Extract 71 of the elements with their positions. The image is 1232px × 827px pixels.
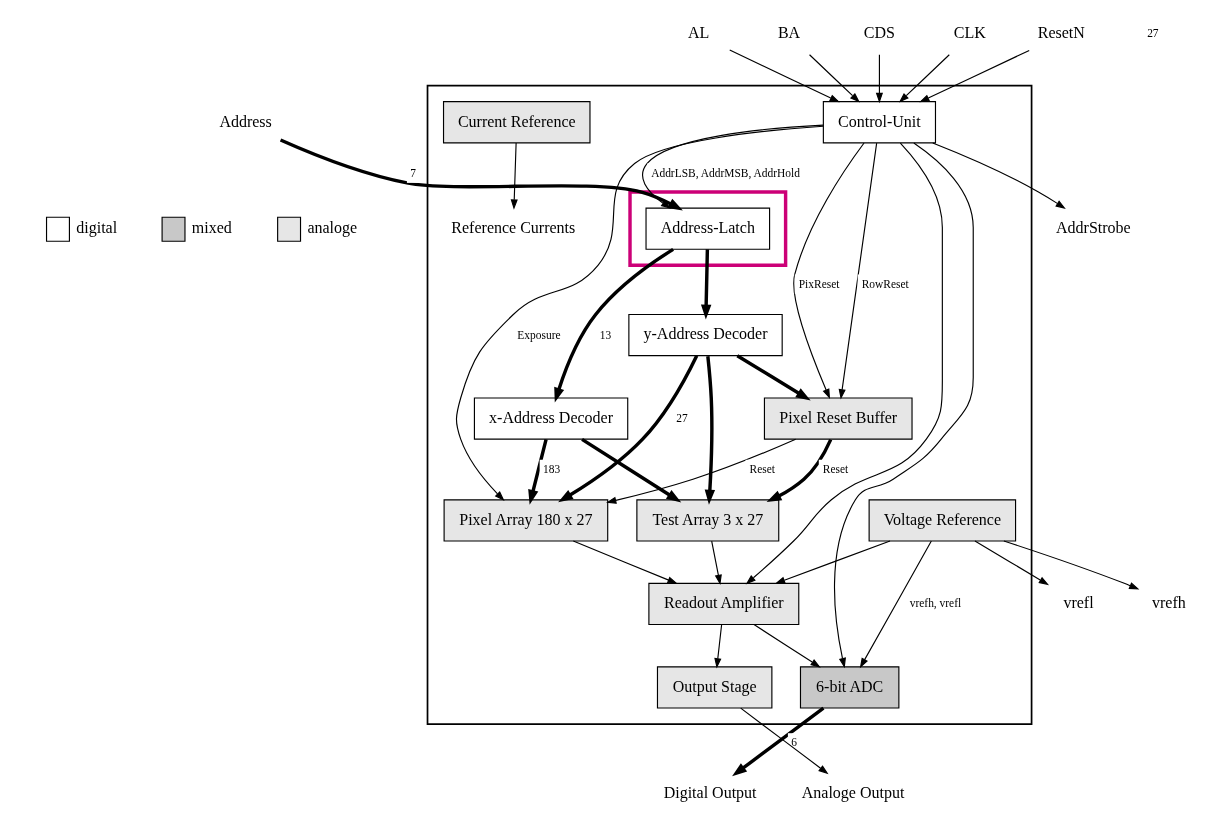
arrow (510, 141, 518, 210)
node-box: y-Address Decoder (628, 313, 783, 356)
arrow (838, 142, 878, 399)
node-text: BA (777, 23, 801, 41)
arrow (729, 49, 840, 102)
edge-label: 27 (676, 411, 688, 424)
arrow (455, 125, 824, 501)
node-box: x-Address Decoder (473, 396, 629, 440)
node-text: Analoge Output (801, 783, 905, 801)
arrow (898, 53, 950, 103)
node-text: AL (687, 23, 710, 41)
node-box: Pixel Reset Buffer (763, 396, 913, 440)
arrow (528, 438, 548, 505)
edge-label: RowReset (861, 277, 909, 290)
arrow (1003, 539, 1140, 589)
arrow (875, 53, 884, 103)
cluster (426, 84, 1033, 725)
legend-label: analoge (307, 218, 358, 236)
arrow (711, 540, 722, 585)
arrow (753, 623, 821, 668)
arrow (736, 353, 811, 401)
edge-label: AddrLSB, AddrMSB, AddrHold (651, 166, 800, 179)
edge-label: Reset (822, 462, 849, 475)
node-text: ResetN (1037, 23, 1085, 41)
node-text: Address (219, 112, 272, 129)
arrow (932, 141, 1066, 209)
node-text: CDS (863, 23, 895, 41)
edge-label: 13 (599, 327, 612, 340)
node-text: AddrStrobe (1056, 218, 1131, 236)
cluster (628, 189, 788, 267)
node-box: Output Stage (656, 665, 773, 709)
arrow (919, 49, 1030, 102)
node-text: CLK (953, 23, 986, 41)
node-box: Voltage Reference (868, 498, 1017, 542)
node-box: Control-Unit (822, 100, 937, 143)
edge-label: Exposure (517, 327, 561, 340)
edge-label: 7 (410, 166, 417, 179)
node-text: vrefl (1063, 593, 1094, 611)
arrow (740, 707, 829, 774)
edge-label: 183 (543, 462, 561, 475)
arrow (704, 355, 716, 505)
node-text: vrefh (1151, 593, 1186, 611)
legend-label: mixed (191, 218, 232, 236)
arrow (606, 438, 797, 504)
arrow (808, 53, 860, 103)
arrow (581, 437, 682, 502)
arrow (974, 539, 1050, 585)
node-box: Current Reference (442, 100, 591, 143)
node-box: Pixel Array 180 x 27 (443, 498, 609, 542)
arrow (558, 354, 699, 502)
node-box: Readout Amplifier (648, 582, 800, 625)
arrow (774, 539, 891, 584)
node-box: Test Array 3 x 27 (636, 498, 780, 542)
label: 27 (1147, 26, 1159, 39)
arrow (732, 706, 825, 776)
edge-label: PixReset (798, 277, 840, 290)
node-text: Digital Output (663, 783, 757, 801)
arrow (554, 247, 675, 403)
arrow (714, 623, 723, 668)
node-box: Address-Latch (645, 207, 771, 250)
legend-label: digital (76, 218, 118, 236)
edge-label: Reset (749, 462, 775, 475)
node-box: 6-bit ADC (799, 665, 900, 709)
arrow (572, 539, 678, 584)
node-text: Reference Currents (451, 218, 576, 236)
edge-label: 6 (791, 735, 798, 748)
arrow (700, 248, 712, 320)
arrow (859, 540, 932, 668)
edge-label: vrefh, vrefl (909, 596, 962, 609)
arrow (833, 141, 974, 668)
arrow (766, 438, 833, 502)
